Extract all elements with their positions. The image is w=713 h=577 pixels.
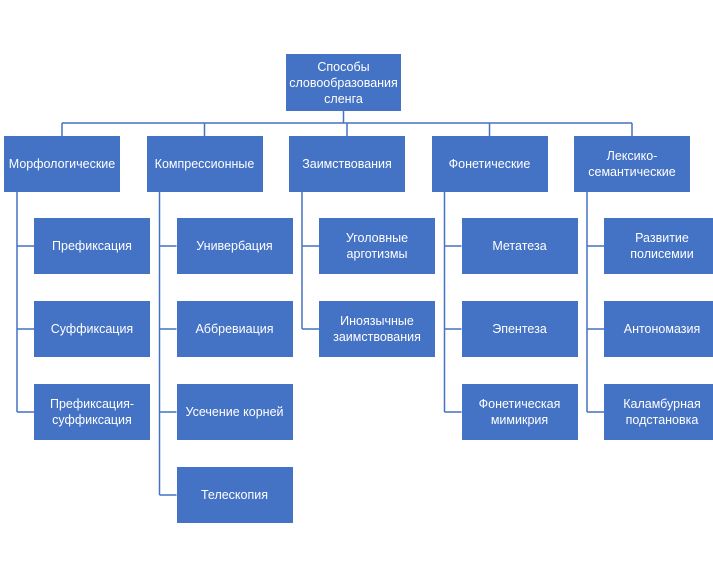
- leaf-node-2-4: Телескопия: [176, 467, 293, 523]
- leaf-node-4-1: Метатеза: [461, 218, 578, 274]
- branch-node-5: Лексико- семантические: [574, 136, 690, 192]
- leaf-node-1-1: Префиксация: [34, 218, 150, 274]
- leaf-node-3-2: Иноязычные заимствования: [319, 301, 435, 357]
- leaf-node-3-1: Уголовные арготизмы: [319, 218, 435, 274]
- branch-node-2: Компрессионные: [146, 136, 263, 192]
- leaf-node-2-1: Универбация: [176, 218, 293, 274]
- leaf-node-5-2: Антономазия: [604, 301, 713, 357]
- branch-node-4: Фонетические: [431, 136, 548, 192]
- leaf-node-1-3: Префиксация- суффиксация: [34, 384, 150, 440]
- leaf-node-4-3: Фонетическая мимикрия: [461, 384, 578, 440]
- branch-node-1: Морфологические: [4, 136, 120, 192]
- root-node: Способы словообразования сленга: [286, 54, 401, 111]
- leaf-node-1-2: Суффиксация: [34, 301, 150, 357]
- leaf-node-2-3: Усечение корней: [176, 384, 293, 440]
- leaf-node-5-3: Каламбурная подстановка: [604, 384, 713, 440]
- leaf-node-4-2: Эпентеза: [461, 301, 578, 357]
- branch-node-3: Заимствования: [289, 136, 405, 192]
- leaf-node-2-2: Аббревиация: [176, 301, 293, 357]
- leaf-node-5-1: Развитие полисемии: [604, 218, 713, 274]
